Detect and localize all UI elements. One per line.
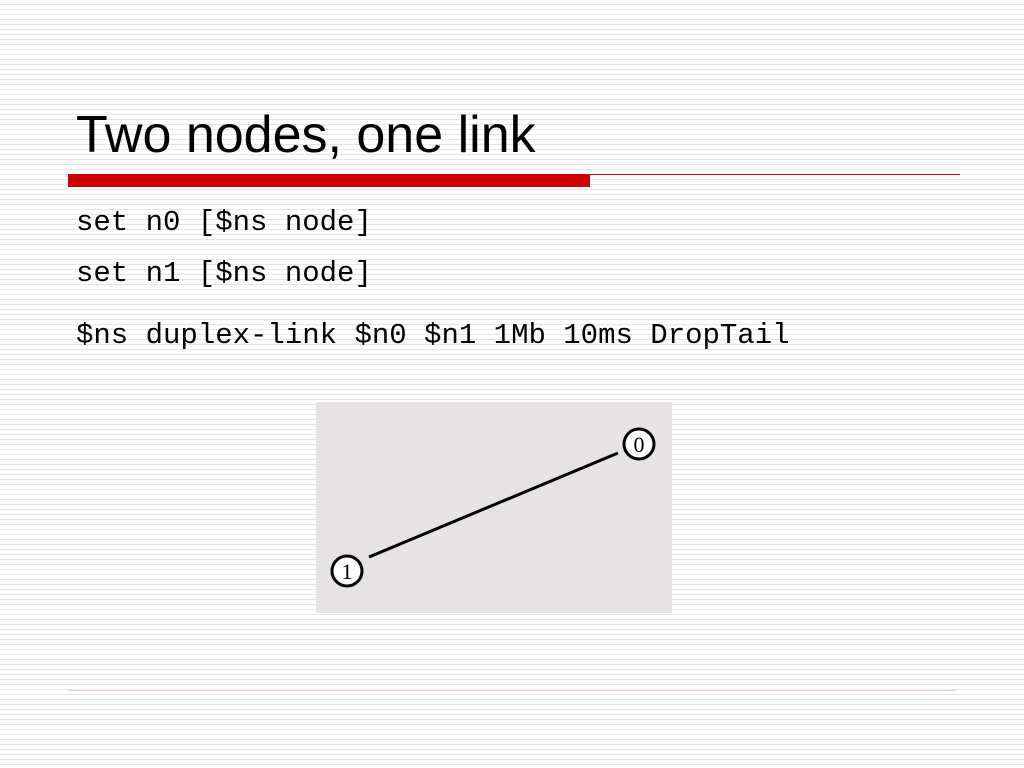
slide-title: Two nodes, one link: [76, 106, 536, 164]
node-1-label: 1: [342, 559, 353, 584]
node-0: 0: [622, 427, 656, 461]
node-0-circle: [622, 427, 656, 461]
footer-rule: [68, 690, 956, 691]
node-1: 1: [330, 554, 364, 588]
topology-diagram: 0 1: [316, 402, 672, 613]
title-underline-thin: [590, 174, 960, 175]
code-line-create-n0: set n0 [$ns node]: [76, 206, 372, 239]
title-underline-thick: [68, 174, 590, 187]
node-0-label: 0: [634, 432, 645, 457]
node-1-circle: [330, 554, 364, 588]
code-line-duplex-link: $ns duplex-link $n0 $n1 1Mb 10ms DropTai…: [76, 319, 790, 352]
link-n0-n1: [368, 451, 619, 559]
topology-svg: 0 1: [330, 427, 656, 588]
code-line-create-n1: set n1 [$ns node]: [76, 257, 372, 290]
